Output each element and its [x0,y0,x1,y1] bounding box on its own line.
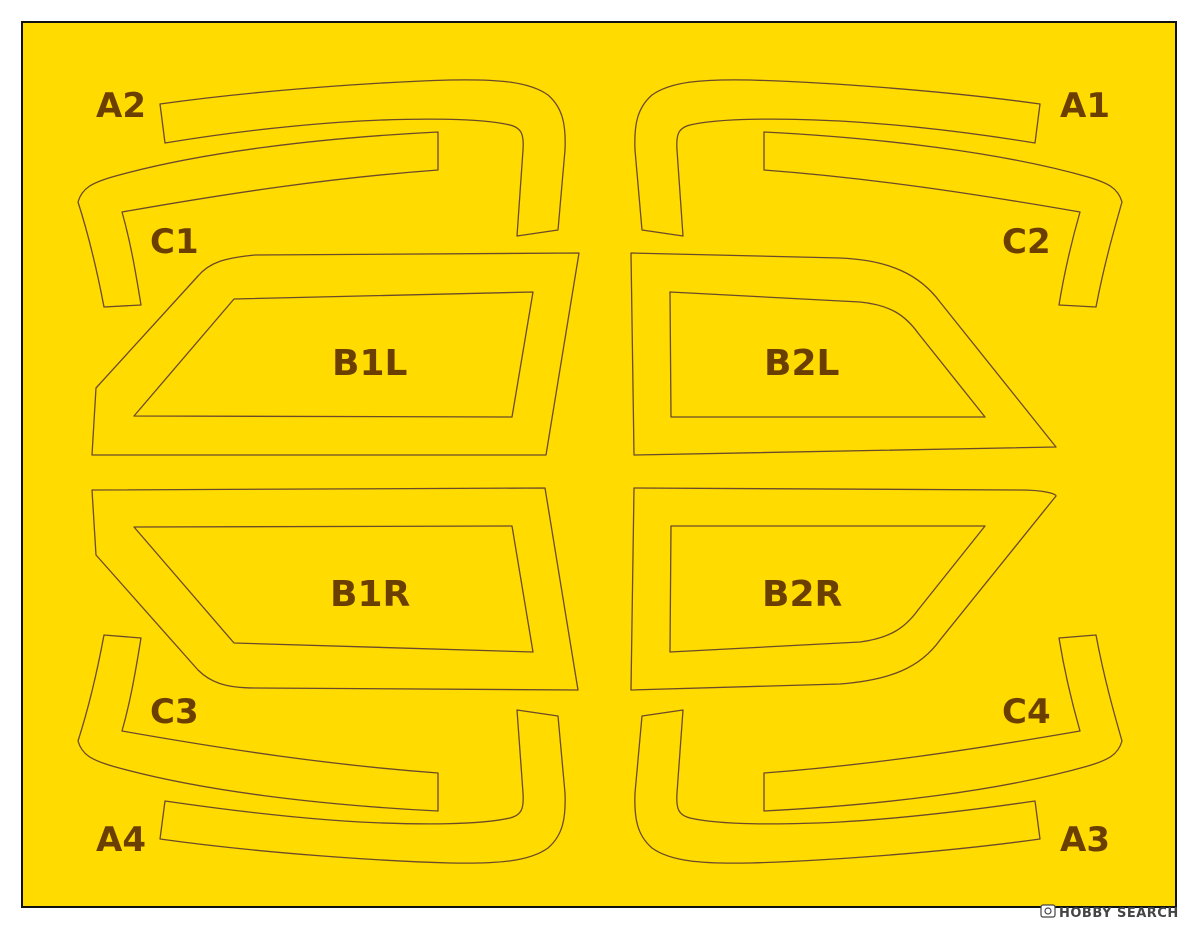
watermark-text: HOBBY SEARCH [1059,906,1179,921]
mask-part-b2r-window[interactable] [669,525,986,653]
mask-part-b1r[interactable] [91,487,579,691]
watermark: HOBBY SEARCH [1040,904,1179,921]
camera-icon [1040,904,1056,918]
label-b2r: B2R [762,574,842,615]
mask-part-b1r-window[interactable] [133,525,534,653]
mask-part-b1l[interactable] [91,252,580,456]
label-b1r: B1R [330,574,410,615]
label-b1l: B1L [332,343,407,384]
label-c1: C1 [150,222,199,262]
mask-part-a3[interactable] [634,709,1041,864]
mask-part-c4[interactable] [763,634,1123,812]
mask-part-a4[interactable] [159,709,566,864]
label-a4: A4 [96,820,146,860]
camera-lens [1044,907,1052,915]
mask-part-b2l-window[interactable] [669,291,986,418]
label-a3: A3 [1060,820,1110,860]
mask-part-c2[interactable] [763,131,1123,308]
sheet-panel [21,21,1177,908]
mask-part-b2l[interactable] [630,252,1057,456]
label-a1: A1 [1060,86,1110,126]
label-c3: C3 [150,692,199,732]
mask-part-c1[interactable] [77,131,439,308]
label-b2l: B2L [764,343,839,384]
mask-part-a2[interactable] [159,79,566,237]
mask-part-b2r[interactable] [630,487,1057,691]
mask-part-c3[interactable] [77,634,439,812]
label-c2: C2 [1002,222,1051,262]
label-a2: A2 [96,86,146,126]
mask-part-a1[interactable] [634,79,1041,237]
mask-part-b1l-window[interactable] [133,291,534,418]
label-c4: C4 [1002,692,1051,732]
